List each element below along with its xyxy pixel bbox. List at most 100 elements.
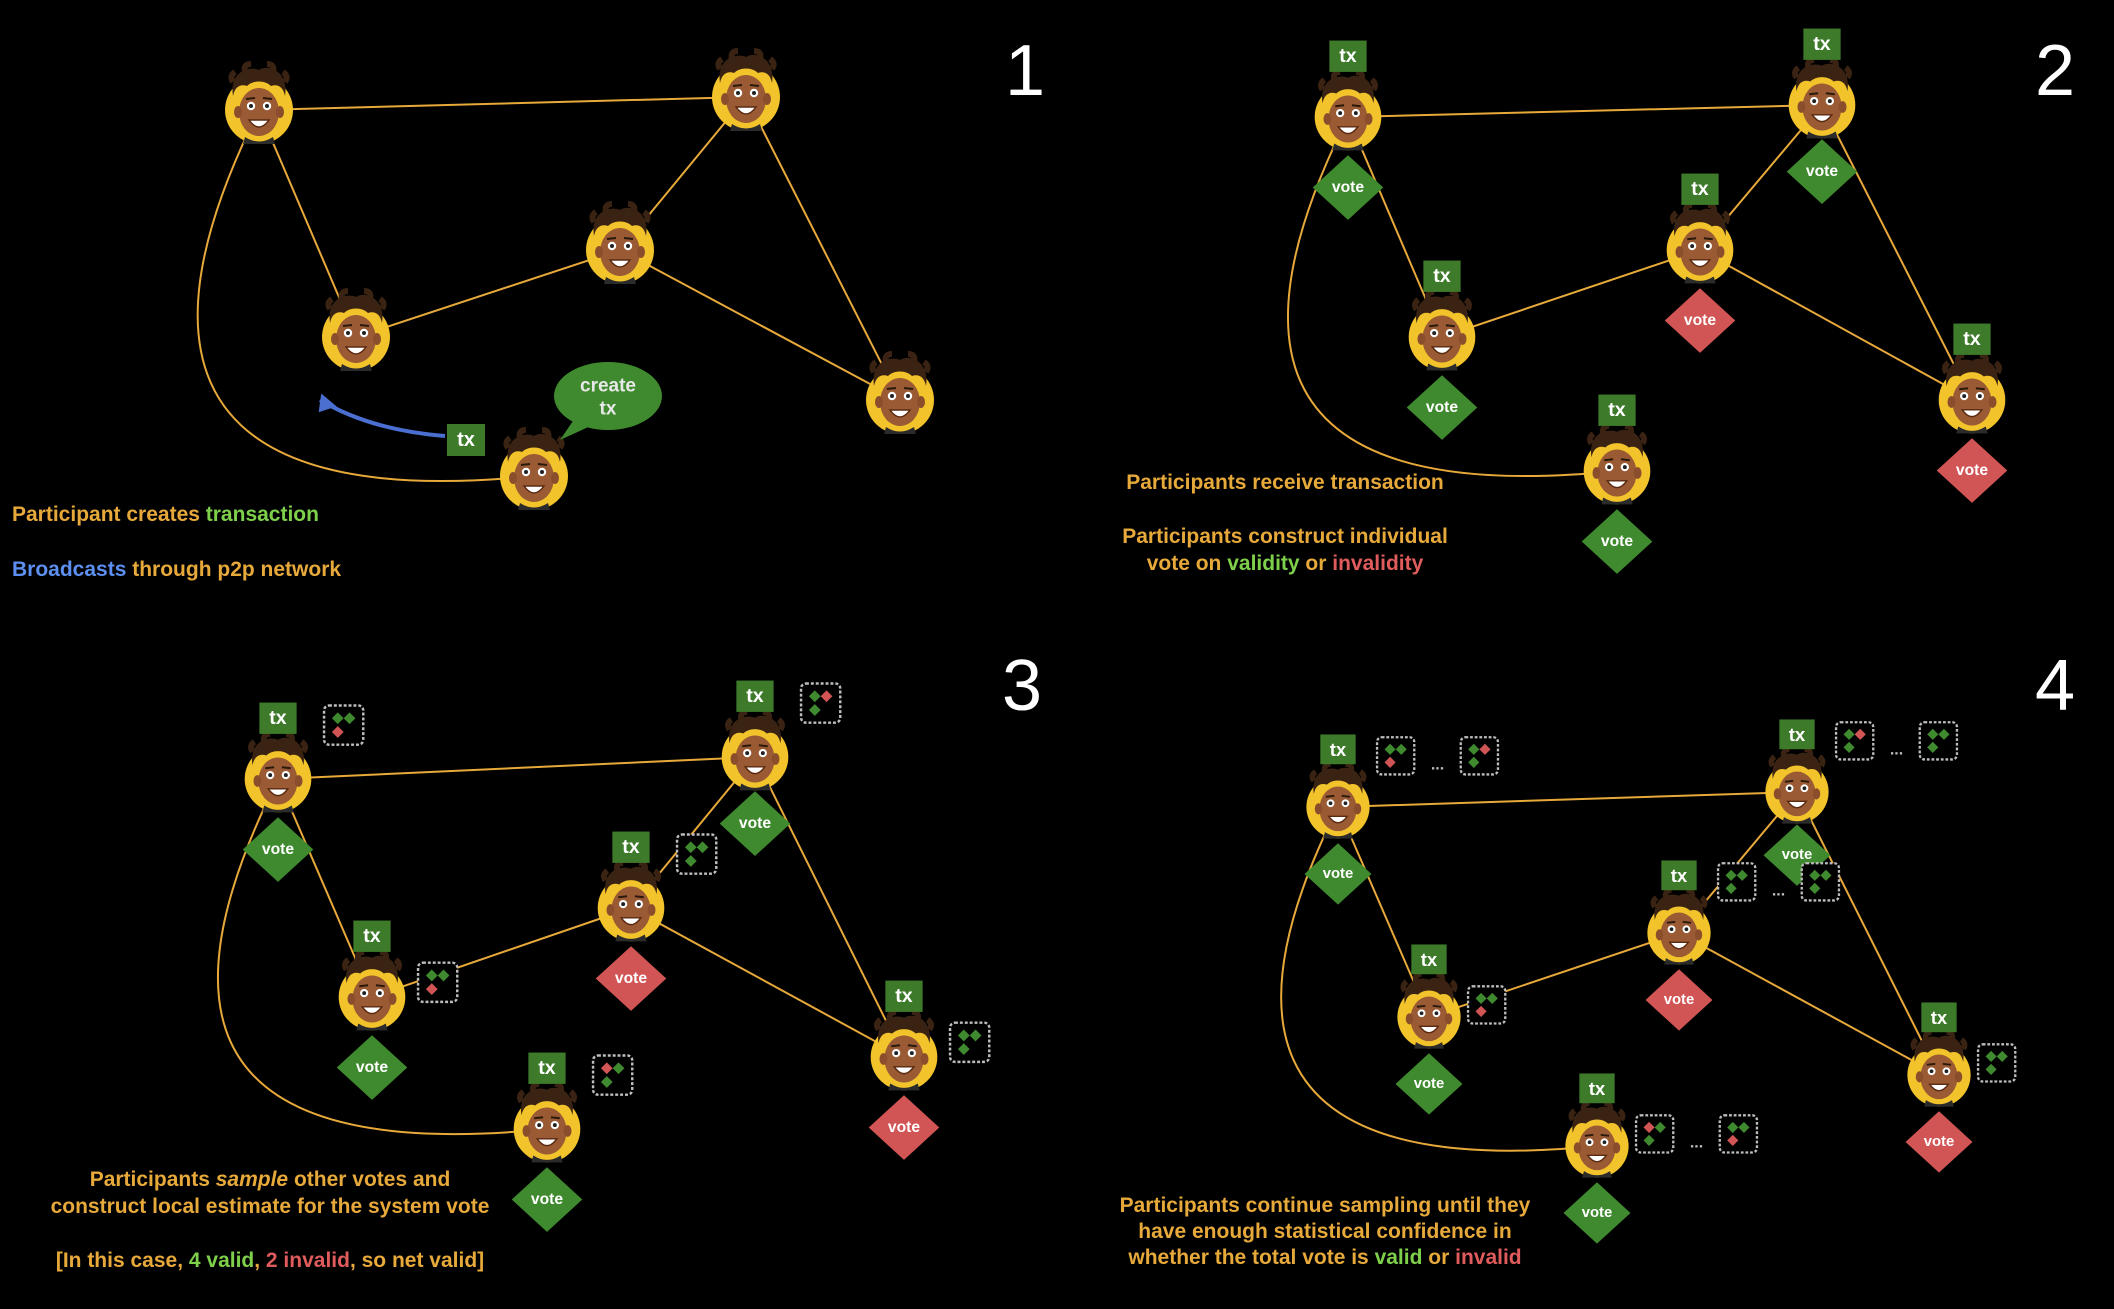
- network-edge: [258, 96, 747, 111]
- caption-segment: validity: [1227, 552, 1300, 575]
- vote-label: vote: [1956, 462, 1989, 479]
- network-edge-curve: [196, 109, 535, 482]
- sample-mark-valid: [1985, 1063, 1997, 1075]
- panel-number-1: 1: [1005, 31, 1046, 111]
- sample-mark-valid: [331, 712, 344, 725]
- caption-line: Participant creates transaction: [12, 487, 341, 542]
- participant-avatar: [1667, 205, 1734, 283]
- caption-line: [1080, 496, 1490, 523]
- sample-mark-valid: [1468, 756, 1480, 768]
- tx-box-bg: [447, 424, 485, 456]
- sample-mark-valid: [1725, 882, 1737, 894]
- sample-box: [416, 961, 459, 1004]
- participant-avatar: [339, 952, 406, 1030]
- sample-box: [591, 1054, 634, 1096]
- participant-avatar: [598, 863, 665, 941]
- vote-diamond: [242, 817, 314, 882]
- participant-avatar: [514, 1084, 581, 1162]
- participant-avatar: [871, 1012, 938, 1090]
- sample-mark-valid: [1736, 869, 1748, 881]
- caption-line: whether the total vote is valid or inval…: [1075, 1245, 1575, 1271]
- caption-segment: whether the total vote is: [1128, 1246, 1375, 1269]
- tx-box: tx: [885, 980, 923, 1012]
- tx-box: tx: [736, 680, 774, 712]
- network-edge: [1699, 249, 1973, 401]
- sample-mark-valid: [1809, 869, 1821, 881]
- network-edge: [745, 96, 901, 401]
- sample-mark-valid: [1395, 743, 1407, 755]
- tx-label: tx: [1433, 265, 1451, 287]
- participant-avatar: [1584, 426, 1651, 504]
- network-edge: [355, 249, 621, 338]
- tx-box-bg: [612, 831, 650, 863]
- sample-frame: [591, 1054, 634, 1096]
- sample-mark-invalid: [1727, 1134, 1739, 1146]
- sample-frame: [322, 704, 365, 746]
- sample-box: [1718, 1114, 1759, 1154]
- network-edge: [277, 756, 756, 780]
- tx-label: tx: [1421, 949, 1438, 970]
- bubble-body: [554, 362, 662, 430]
- tx-label: tx: [1931, 1007, 1948, 1028]
- caption-segment: or: [1299, 552, 1333, 575]
- sample-frame: [1375, 736, 1416, 776]
- tx-box: tx: [259, 702, 297, 734]
- vote-invalid: vote: [868, 1095, 940, 1160]
- tx-box-bg: [259, 702, 297, 734]
- vote-label: vote: [1684, 312, 1717, 329]
- caption-segment: Participants continue sampling until the…: [1119, 1194, 1531, 1217]
- vote-label: vote: [615, 970, 648, 987]
- participant-avatar: [1409, 292, 1476, 370]
- sample-box: [675, 833, 718, 875]
- vote-diamond: [511, 1167, 583, 1232]
- sample-mark-valid: [808, 704, 821, 716]
- network-edge: [1441, 249, 1701, 338]
- tx-label: tx: [1589, 1078, 1606, 1099]
- sample-mark-valid: [1725, 869, 1737, 881]
- sample-mark-invalid: [820, 690, 833, 703]
- vote-diamond: [868, 1095, 940, 1160]
- caption-segment: Participants construct individual: [1122, 525, 1448, 548]
- caption-line: vote on validity or invalidity: [1080, 550, 1490, 577]
- tx-label: tx: [269, 707, 287, 729]
- vote-valid: vote: [1304, 843, 1372, 905]
- sample-frame: [1459, 736, 1500, 776]
- network-edge: [1678, 932, 1940, 1076]
- participant-avatar: [1647, 890, 1710, 964]
- vote-valid: vote: [336, 1035, 408, 1100]
- vote-valid: vote: [1563, 1182, 1631, 1244]
- bubble-tail: [560, 418, 595, 440]
- vote-valid: vote: [1312, 155, 1384, 220]
- network-edge: [1428, 932, 1680, 1018]
- nodes-layer: txcreatetxtxvotetxvotetxvotetxvotetxvote…: [225, 28, 2017, 1244]
- sample-frame: [948, 1021, 991, 1064]
- vote-invalid: vote: [1905, 1111, 1973, 1173]
- participant-avatar: [722, 712, 789, 790]
- tx-box: tx: [1329, 40, 1367, 72]
- participant-avatar: [225, 64, 293, 144]
- ellipsis: ...: [1772, 883, 1785, 900]
- sample-mark-valid: [612, 1062, 625, 1075]
- sample-mark-valid: [1468, 743, 1480, 755]
- vote-diamond: [1786, 139, 1858, 204]
- tx-box-bg: [353, 920, 391, 952]
- tx-label: tx: [622, 836, 640, 858]
- tx-label: tx: [1691, 178, 1709, 200]
- tx-label: tx: [457, 429, 475, 451]
- panel-4-caption: Participants continue sampling until the…: [1075, 1193, 1575, 1271]
- broadcast-arrowhead: [318, 393, 337, 413]
- caption-segment: invalid: [1455, 1246, 1522, 1269]
- tx-box-bg: [1423, 260, 1461, 292]
- network-edge: [1796, 791, 1940, 1076]
- caption-segment: ,: [254, 1249, 266, 1272]
- network-edge: [754, 756, 905, 1058]
- bubble-line-2: tx: [600, 399, 617, 420]
- participant-avatar: [1765, 749, 1828, 823]
- sample-frame: [1800, 862, 1841, 902]
- vote-label: vote: [1582, 1205, 1613, 1221]
- tx-box: tx: [447, 424, 485, 456]
- sample-mark-valid: [343, 712, 356, 725]
- vote-label: vote: [1782, 847, 1813, 863]
